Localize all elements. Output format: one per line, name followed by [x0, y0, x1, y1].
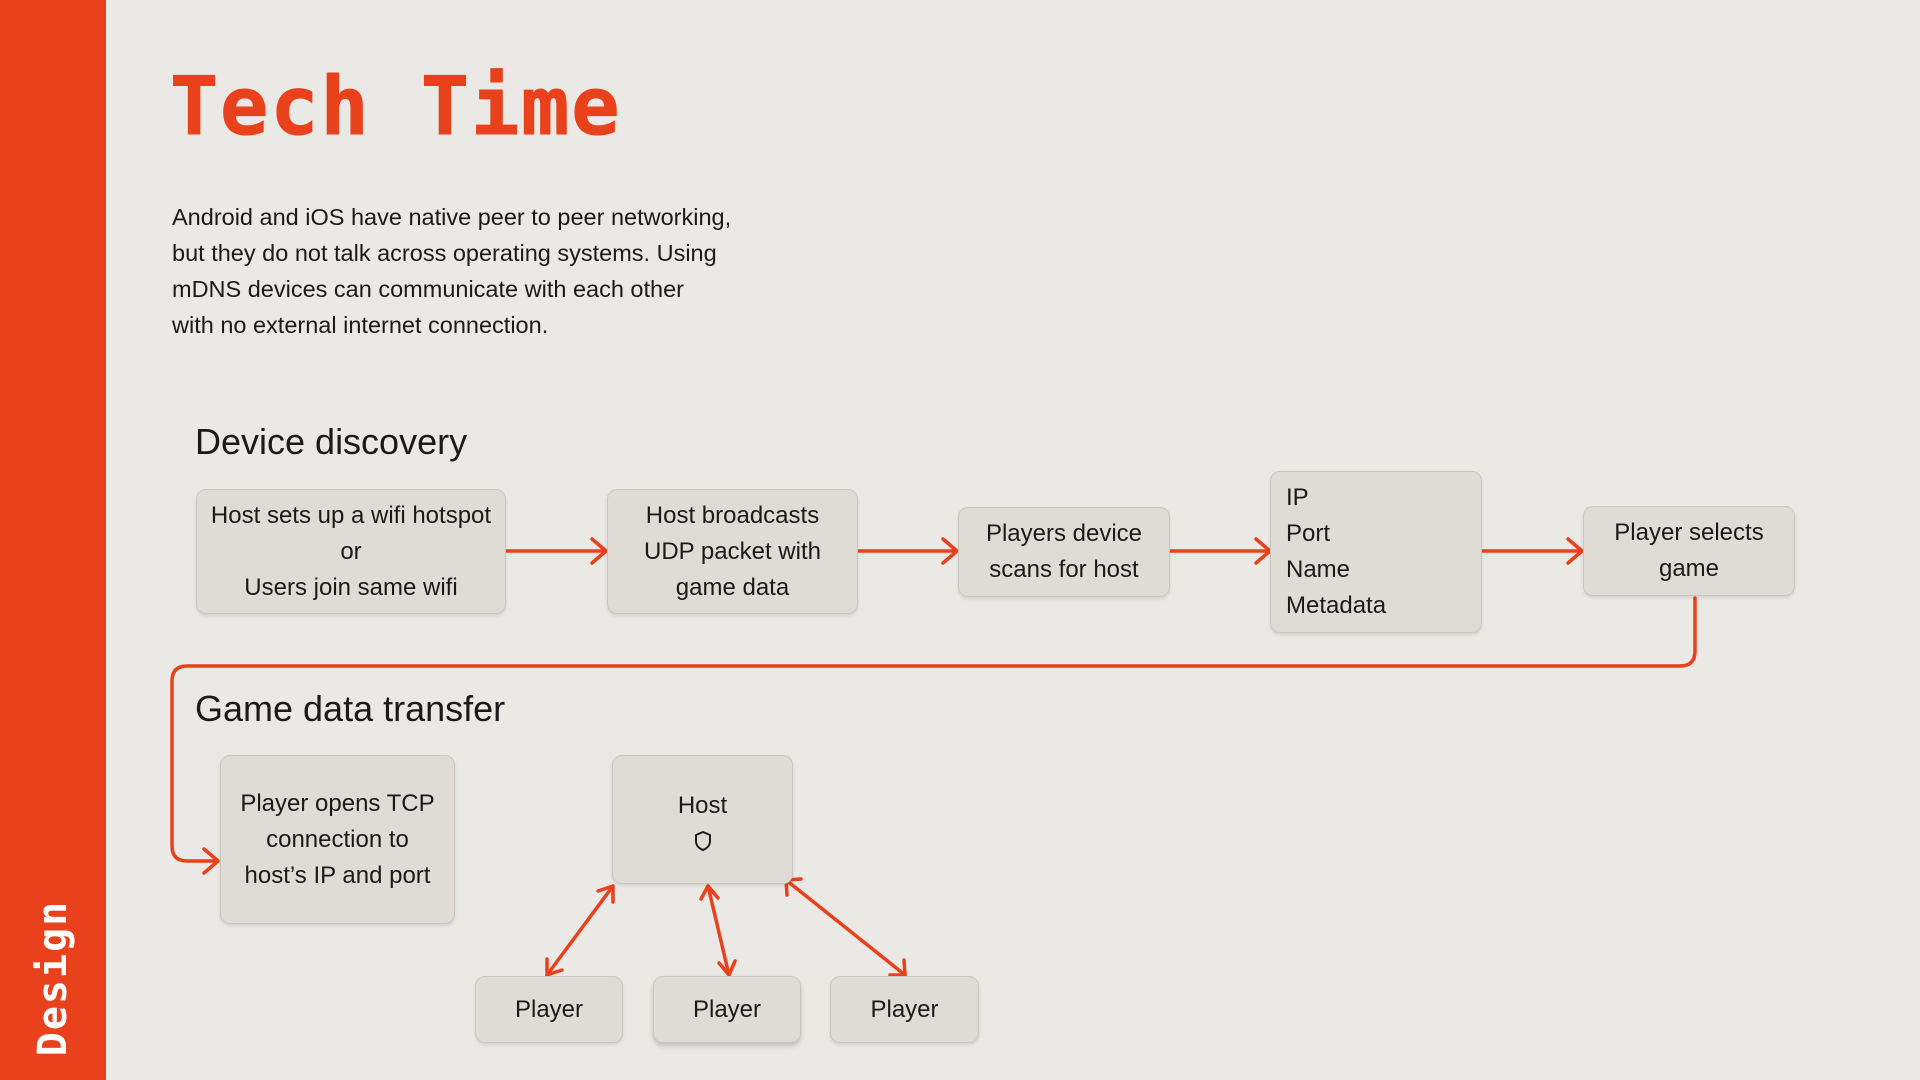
connector-discovery-to-transfer [170, 596, 1697, 875]
step-player-selects-line-2: game [1658, 555, 1720, 582]
player-node-1-label: Player [514, 995, 584, 1023]
step-host-broadcast-line-2: UDP packet with [644, 537, 821, 565]
step-host-setup-line-1: Host sets up a wifi hotspot [210, 501, 492, 529]
step-player-selects-line-1: Player selects [1614, 519, 1764, 546]
arrow-host-player3 [784, 877, 907, 977]
arrow-host-player1 [545, 884, 615, 977]
player-node-3: Player [830, 976, 979, 1043]
arrow-step4-to-step5 [1480, 537, 1584, 565]
host-info-metadata: Metadata [1286, 592, 1387, 619]
player-node-3-label: Player [870, 995, 939, 1023]
step-host-setup-line-2: or [340, 537, 362, 565]
intro-paragraph: Android and iOS have native peer to peer… [172, 204, 732, 338]
step-tcp-line-2: connection to [266, 825, 409, 853]
step-host-info: IP Port Name Metadata [1270, 471, 1482, 633]
arrow-host-player2 [699, 884, 737, 977]
section-heading-transfer: Game data transfer [195, 688, 506, 729]
step-player-scan-line-2: scans for host [989, 556, 1139, 583]
host-info-port: Port [1286, 520, 1331, 547]
player-node-2: Player [653, 976, 801, 1043]
host-info-name: Name [1286, 556, 1351, 583]
arrow-step3-to-step4 [1168, 537, 1272, 565]
step-player-selects: Player selects game [1583, 506, 1795, 596]
step-tcp-connection: Player opens TCP connection to host’s IP… [220, 755, 455, 924]
host-info-ip: IP [1286, 484, 1309, 511]
player-node-2-label: Player [692, 995, 762, 1023]
step-player-scan-line-1: Players device [985, 520, 1143, 547]
page-title: Tech Time [169, 60, 622, 153]
step-tcp-line-3: host’s IP and port [244, 861, 431, 889]
step-host-broadcast-line-3: game data [675, 573, 790, 601]
host-node-label: Host [677, 791, 728, 819]
step-host-broadcast: Host broadcasts UDP packet with game dat… [607, 489, 858, 614]
step-host-setup-line-3: Users join same wifi [244, 573, 458, 601]
player-node-1: Player [475, 976, 623, 1043]
shield-icon [694, 830, 711, 851]
step-tcp-line-1: Player opens TCP [240, 789, 435, 817]
arrow-step1-to-step2 [504, 537, 608, 565]
step-host-broadcast-line-1: Host broadcasts [645, 501, 820, 529]
step-host-setup: Host sets up a wifi hotspot or Users joi… [196, 489, 506, 614]
step-player-scan: Players device scans for host [958, 507, 1170, 597]
host-node: Host [612, 755, 793, 884]
sidebar: Design [0, 0, 106, 1080]
arrow-step2-to-step3 [856, 537, 959, 565]
section-heading-discovery: Device discovery [195, 421, 468, 462]
